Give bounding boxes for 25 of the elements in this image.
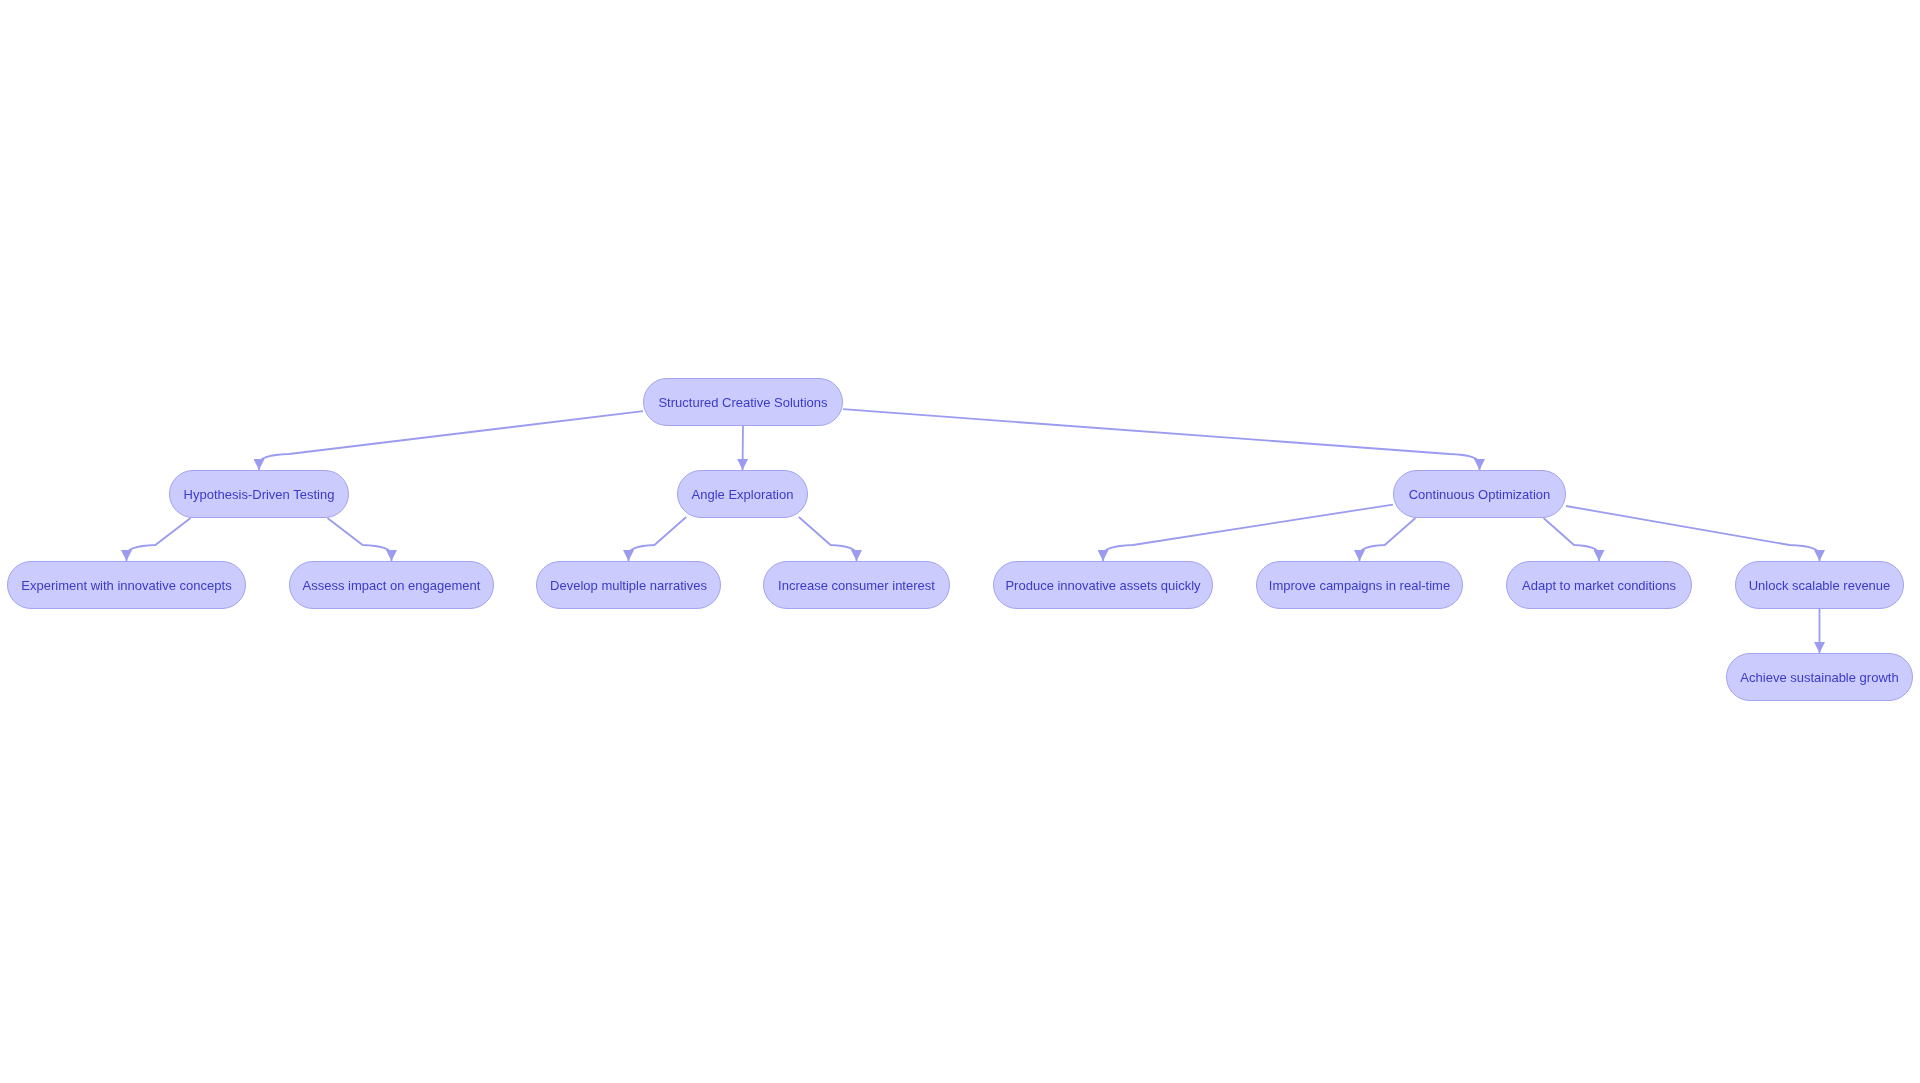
rounded-node: Structured Creative Solutions xyxy=(643,378,843,426)
arrow xyxy=(842,408,1485,471)
rounded-node: Develop multiple narratives xyxy=(536,561,721,609)
rounded-node: Achieve sustainable growth xyxy=(1726,653,1913,701)
arrow xyxy=(1565,505,1825,562)
rounded-node: Hypothesis-Driven Testing xyxy=(169,470,349,518)
arrow xyxy=(797,516,862,562)
arrow xyxy=(623,516,688,562)
rounded-node: Increase consumer interest xyxy=(763,561,950,609)
arrow xyxy=(326,517,397,562)
arrow xyxy=(1814,608,1825,654)
rounded-node: Angle Exploration xyxy=(677,470,808,518)
rounded-node: Experiment with innovative concepts xyxy=(7,561,246,609)
arrow xyxy=(737,425,749,471)
rounded-node: Continuous Optimization xyxy=(1393,470,1566,518)
arrow xyxy=(1097,503,1394,562)
rounded-node: Assess impact on engagement xyxy=(289,561,494,609)
rounded-node: Adapt to market conditions xyxy=(1506,561,1692,609)
arrow xyxy=(1542,517,1605,562)
rounded-node: Improve campaigns in real-time xyxy=(1256,561,1463,609)
rounded-node: Unlock scalable revenue xyxy=(1735,561,1904,609)
arrow xyxy=(1354,517,1417,562)
arrow xyxy=(121,517,192,562)
rounded-node: Produce innovative assets quickly xyxy=(993,561,1213,609)
arrow xyxy=(253,410,644,471)
